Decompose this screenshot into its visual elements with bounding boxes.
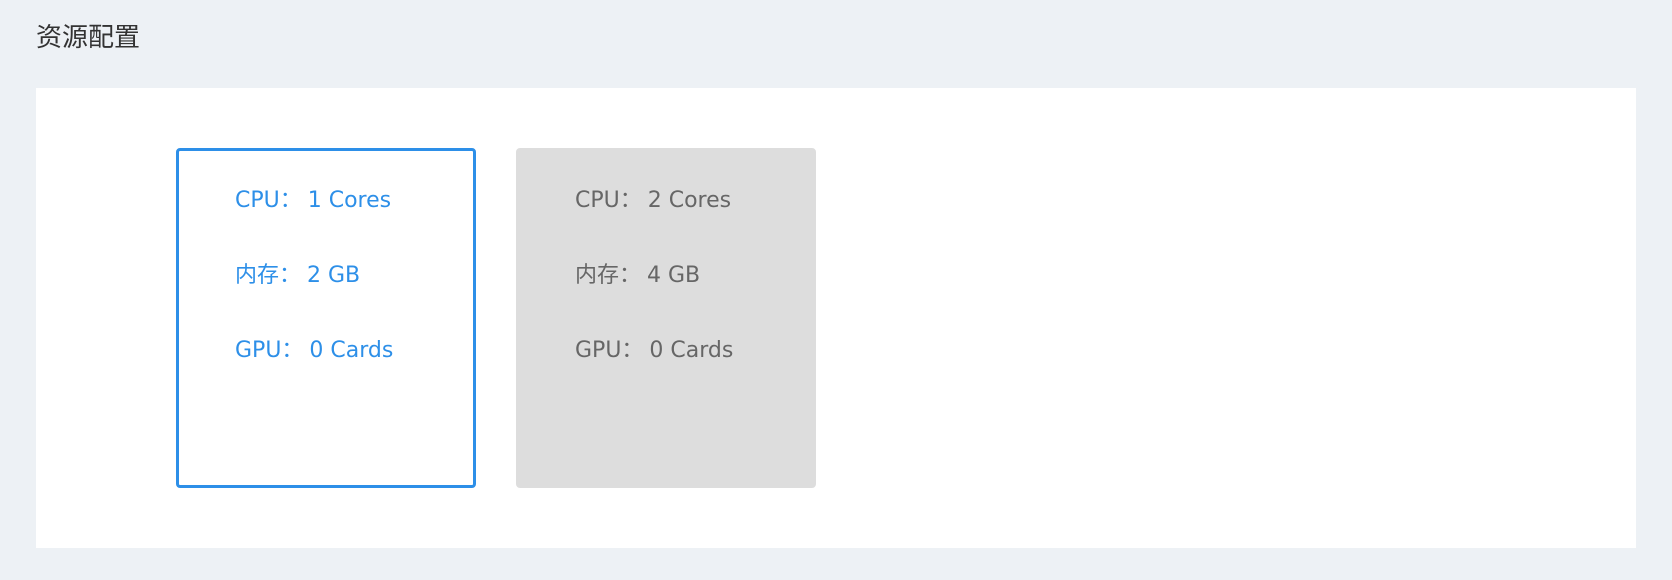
- gpu-value: 0 Cards: [649, 338, 734, 363]
- resource-option-card-selected[interactable]: CPU：1 Cores 内存：2 GB GPU：0 Cards: [176, 148, 476, 488]
- memory-label: 内存：: [235, 263, 302, 288]
- memory-value: 2 GB: [307, 263, 361, 288]
- resource-option-card[interactable]: CPU：2 Cores 内存：4 GB GPU：0 Cards: [516, 148, 816, 488]
- cpu-spec: CPU：1 Cores: [235, 186, 391, 216]
- cpu-value: 1 Cores: [307, 188, 392, 213]
- gpu-spec: GPU：0 Cards: [235, 336, 393, 366]
- cpu-label: CPU：: [575, 188, 642, 213]
- cpu-label: CPU：: [235, 188, 302, 213]
- cpu-value: 2 Cores: [647, 188, 732, 213]
- section-title: 资源配置: [36, 23, 141, 53]
- memory-spec: 内存：4 GB: [575, 261, 700, 291]
- memory-spec: 内存：2 GB: [235, 261, 360, 291]
- memory-label: 内存：: [575, 263, 642, 288]
- gpu-label: GPU：: [235, 338, 304, 363]
- cpu-spec: CPU：2 Cores: [575, 186, 731, 216]
- gpu-spec: GPU：0 Cards: [575, 336, 733, 366]
- gpu-value: 0 Cards: [309, 338, 394, 363]
- memory-value: 4 GB: [647, 263, 701, 288]
- gpu-label: GPU：: [575, 338, 644, 363]
- resource-config-panel: CPU：1 Cores 内存：2 GB GPU：0 Cards CPU：2 Co…: [36, 88, 1636, 548]
